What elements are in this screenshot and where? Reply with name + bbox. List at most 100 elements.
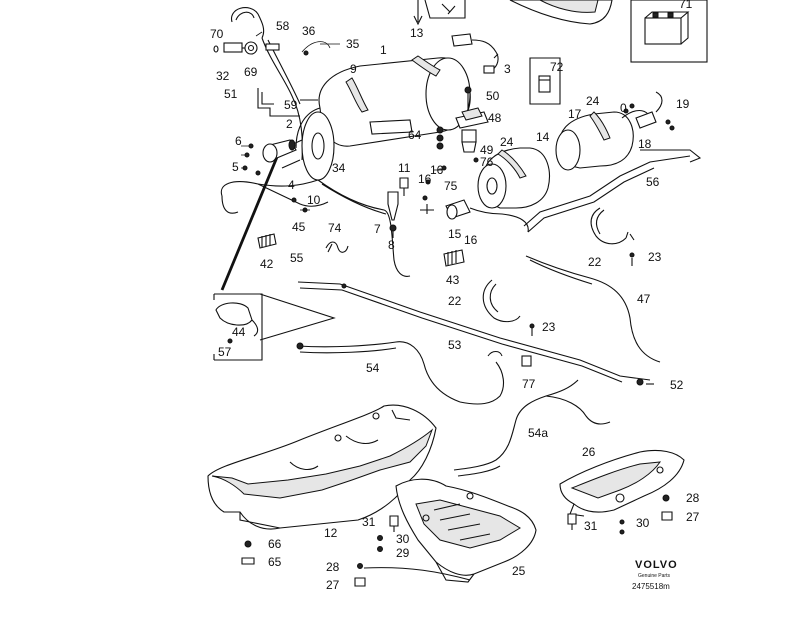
sensor-wiring [213, 7, 340, 161]
part-label-19: 19 [676, 97, 690, 111]
part-label-29: 29 [396, 546, 410, 560]
part-label-48: 48 [488, 111, 502, 125]
connector-13 [451, 33, 499, 74]
part-label-76: 76 [480, 155, 494, 169]
part-label-16-a: 16 [418, 172, 432, 186]
part-label-13: 13 [410, 26, 424, 40]
part-label-32: 32 [216, 69, 230, 83]
part-label-31-a: 31 [362, 515, 376, 529]
tank-17 [523, 91, 702, 233]
part-label-49: 49 [480, 143, 494, 157]
part-label-25: 25 [512, 564, 526, 578]
part-label-18: 18 [638, 137, 652, 151]
part-label-57: 57 [218, 345, 232, 359]
part-label-43: 43 [446, 273, 460, 287]
part-labels: 70 58 36 35 1 13 3 72 71 32 69 9 51 50 5… [210, 0, 700, 592]
part-label-27-b: 27 [326, 578, 340, 592]
branding: VOLVO Genuine Parts 2475518m [632, 559, 678, 591]
pipe-53 [297, 255, 661, 386]
part-label-77: 77 [522, 377, 536, 391]
top-fragments [413, 0, 613, 26]
fasteners-bottom [241, 494, 673, 587]
main-tank [279, 55, 471, 181]
pipe-34 [220, 179, 411, 277]
bolts-11-7-8 [387, 177, 409, 238]
part-label-15: 15 [448, 227, 462, 241]
part-label-51: 51 [224, 87, 238, 101]
part-label-12: 12 [324, 526, 338, 540]
bracket-51 [257, 88, 318, 117]
battery-inset [630, 0, 708, 63]
part-label-22-a: 22 [588, 255, 602, 269]
inset-57 [213, 293, 336, 361]
straps-22 [482, 207, 635, 336]
pointer-line [220, 144, 284, 291]
skid-plate-26 [559, 449, 685, 517]
tank-14 [445, 147, 550, 233]
part-label-65: 65 [268, 555, 282, 569]
part-label-66: 66 [268, 537, 282, 551]
part-label-28-b: 28 [326, 560, 340, 574]
part-label-26: 26 [582, 445, 596, 459]
part-label-1: 1 [380, 43, 387, 57]
part-label-27-a: 27 [686, 510, 700, 524]
part-label-14: 14 [536, 130, 550, 144]
valve-2 [241, 139, 297, 176]
part-label-9: 9 [350, 62, 357, 76]
part-label-30-a: 30 [636, 516, 650, 530]
part-label-34: 34 [332, 161, 346, 175]
part-label-49-b: 16 [430, 163, 444, 177]
brand-subtitle: Genuine Parts [638, 573, 670, 579]
part-label-7: 7 [374, 222, 381, 236]
part-label-5: 5 [232, 160, 239, 174]
document-number: 2475518m [632, 582, 670, 591]
skid-plate-25 [395, 478, 537, 583]
part-label-24-b: 24 [500, 135, 514, 149]
part-label-22-b: 22 [448, 294, 462, 308]
part-label-50: 50 [486, 89, 500, 103]
part-label-36: 36 [302, 24, 316, 38]
clips [257, 233, 465, 267]
part-label-0: 0 [620, 101, 627, 115]
part-label-2: 2 [286, 117, 293, 131]
part-label-70: 70 [210, 27, 224, 41]
brand-name: VOLVO [635, 559, 678, 571]
part-label-54: 54 [366, 361, 380, 375]
skid-plate-12 [207, 404, 437, 530]
part-label-6: 6 [235, 134, 242, 148]
part-label-23-a: 23 [648, 250, 662, 264]
part-label-55: 55 [290, 251, 304, 265]
part-label-42: 42 [260, 257, 274, 271]
part-label-16-b: 16 [464, 233, 478, 247]
part-label-71: 71 [679, 0, 693, 11]
part-label-47: 47 [637, 292, 651, 306]
part-label-58: 58 [276, 19, 290, 33]
part-label-11: 11 [398, 161, 411, 175]
part-label-31-b: 31 [584, 519, 598, 533]
part-label-24-a: 24 [586, 94, 600, 108]
part-label-3: 3 [504, 62, 511, 76]
pipe-54 [296, 341, 611, 477]
part-label-75: 75 [444, 179, 458, 193]
part-label-30-b: 30 [396, 532, 410, 546]
part-label-17: 17 [568, 107, 582, 121]
part-label-72: 72 [550, 60, 564, 74]
part-label-44: 44 [232, 325, 246, 339]
part-label-53: 53 [448, 338, 462, 352]
part-label-23-b: 23 [542, 320, 556, 334]
part-label-69: 69 [244, 65, 258, 79]
part-label-8: 8 [388, 238, 395, 252]
part-label-10: 10 [307, 193, 321, 207]
part-label-4: 4 [288, 178, 295, 192]
part-label-64: 64 [408, 128, 422, 142]
clip-72 [529, 57, 561, 105]
part-label-28-a: 28 [686, 491, 700, 505]
part-label-52: 52 [670, 378, 684, 392]
part-label-59: 59 [284, 98, 298, 112]
part-label-45: 45 [292, 220, 306, 234]
part-label-56: 56 [646, 175, 660, 189]
valve-block [420, 86, 489, 214]
part-label-54a: 54a [528, 426, 548, 440]
part-label-74: 74 [328, 221, 342, 235]
